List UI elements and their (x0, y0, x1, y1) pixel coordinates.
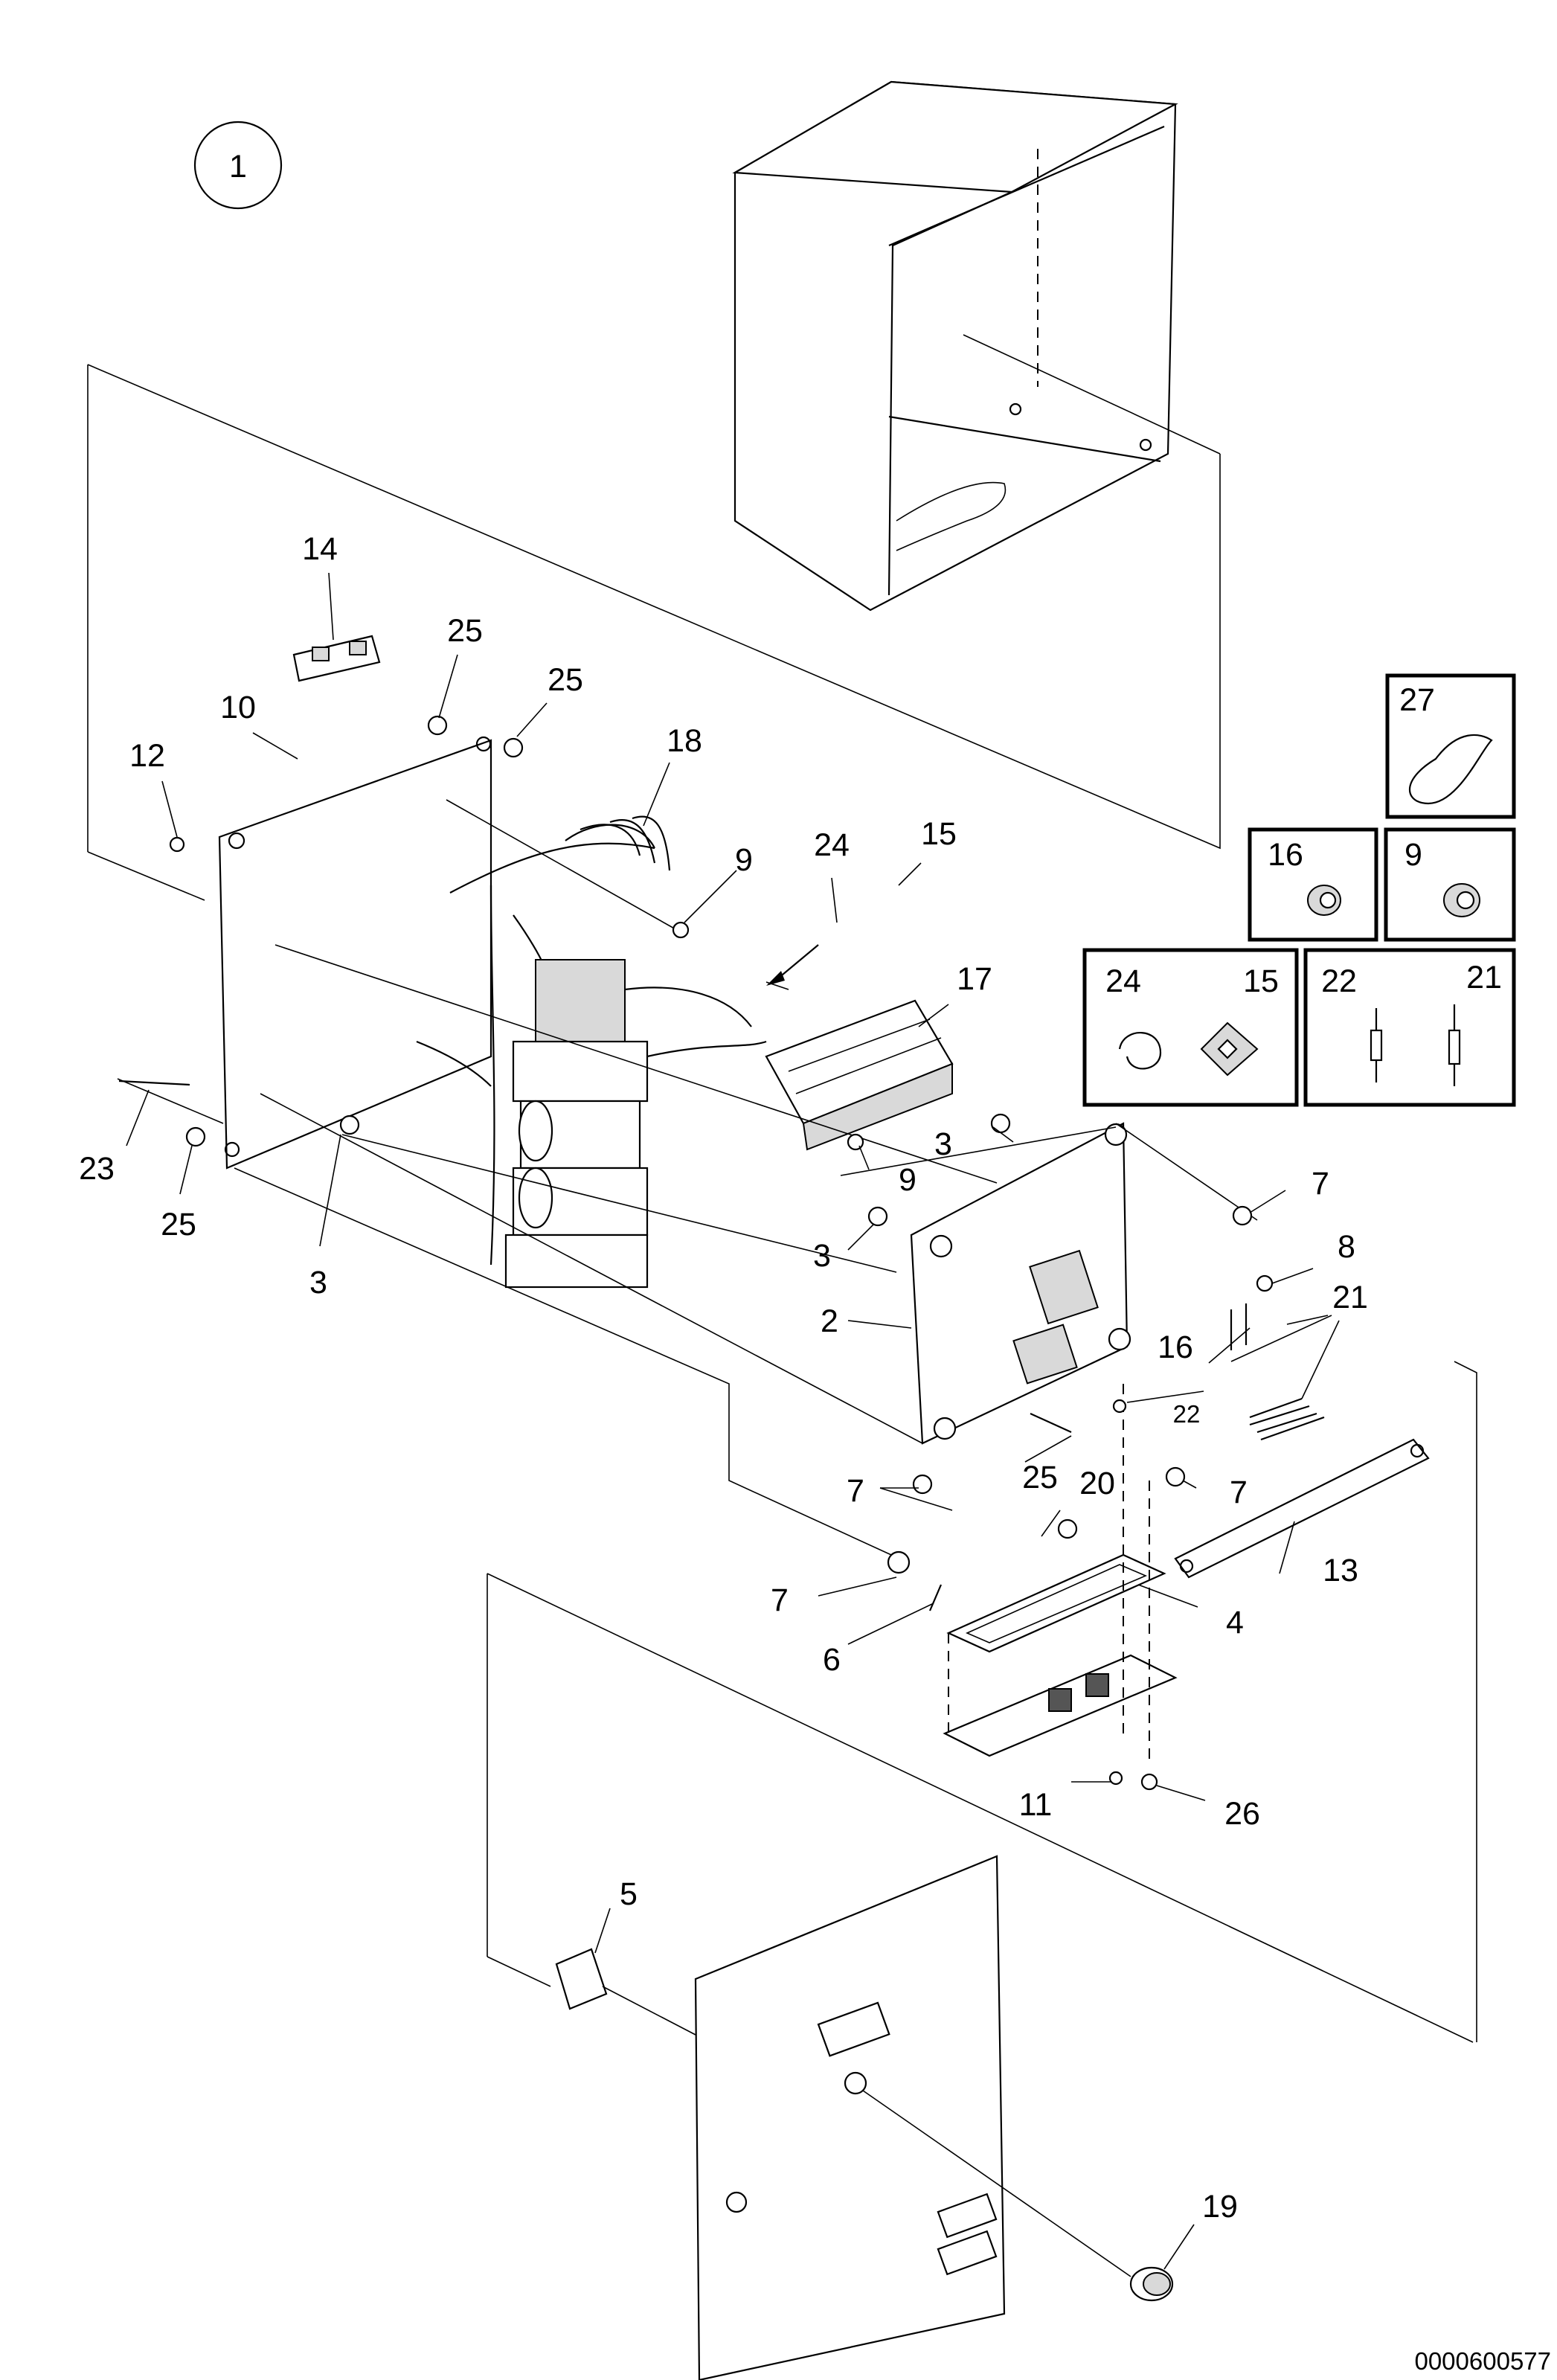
callout-25b: 25 (548, 662, 583, 698)
view-number-badge: 1 (193, 121, 283, 210)
detail-box-24-15: 24 15 (1082, 948, 1299, 1107)
callout-9a: 9 (735, 842, 753, 878)
svg-text:21: 21 (1466, 960, 1502, 995)
svg-text:24: 24 (1105, 963, 1141, 999)
callout-25a: 25 (447, 613, 483, 649)
svg-text:27: 27 (1399, 682, 1435, 718)
detail-box-9: 9 (1384, 827, 1516, 942)
callout-16: 16 (1158, 1329, 1193, 1365)
callout-11: 11 (1019, 1787, 1053, 1823)
callout-7b: 7 (847, 1473, 864, 1509)
callout-3a: 3 (934, 1126, 952, 1162)
svg-text:16: 16 (1268, 837, 1303, 873)
callout-7c: 7 (1230, 1475, 1248, 1510)
svg-text:1: 1 (229, 149, 247, 185)
drawing-reference-number: 0000600577 (1414, 2347, 1551, 2375)
callout-13: 13 (1323, 1553, 1358, 1588)
detail-box-16: 16 (1248, 827, 1378, 942)
explode-lines (117, 799, 1258, 1763)
callout-7d: 7 (771, 1582, 789, 1618)
callout-6: 6 (823, 1642, 841, 1678)
strap (1174, 1438, 1430, 1579)
cover-door (694, 1855, 1006, 2380)
item-14-bracket (292, 635, 381, 682)
callout-17: 17 (957, 961, 992, 997)
callout-5: 5 (620, 1876, 638, 1912)
callout-9b: 9 (899, 1162, 916, 1198)
callout-25d: 25 (1022, 1460, 1058, 1495)
callout-7a: 7 (1312, 1166, 1329, 1202)
hardware-fasteners (118, 715, 1274, 1791)
connector-group (580, 815, 671, 871)
callout-10: 10 (220, 690, 256, 725)
knob (862, 2090, 1174, 2302)
callout-23: 23 (79, 1151, 115, 1187)
callout-15: 15 (921, 816, 957, 852)
callout-19: 19 (1202, 2189, 1238, 2225)
callout-8: 8 (1338, 1229, 1355, 1265)
callout-24: 24 (814, 827, 850, 863)
callout-20: 20 (1079, 1466, 1115, 1501)
assembly-outline-lines (87, 364, 1477, 2043)
controller-plate (910, 1122, 1131, 1445)
leader-lines (126, 572, 1340, 2270)
callout-25c: 25 (161, 1207, 196, 1242)
callout-3b: 3 (813, 1238, 831, 1274)
callout-3c: 3 (309, 1265, 327, 1300)
svg-text:9: 9 (1404, 837, 1422, 873)
mounting-plate (218, 736, 492, 1170)
callout-21a: 21 (1332, 1280, 1368, 1315)
wiring-harness (416, 824, 767, 1289)
callout-labels: 14 25 25 10 12 18 9 24 15 17 3 9 7 8 3 2… (79, 531, 1368, 2225)
enclosure-housing (732, 80, 1221, 612)
callout-4: 4 (1226, 1605, 1244, 1640)
callout-26: 26 (1224, 1796, 1260, 1832)
callout-22: 22 (1173, 1400, 1201, 1428)
callout-2: 2 (821, 1303, 838, 1339)
gasket-and-base (943, 1553, 1178, 1757)
svg-text:15: 15 (1243, 963, 1279, 999)
callout-14: 14 (302, 531, 338, 567)
detail-box-22-21: 22 21 (1303, 948, 1516, 1107)
callout-18: 18 (667, 723, 702, 759)
svg-text:22: 22 (1321, 963, 1357, 999)
terminal-block (765, 999, 954, 1151)
pins (1230, 1303, 1325, 1441)
callout-12: 12 (129, 738, 165, 774)
switch (555, 1948, 696, 2036)
detail-box-27: 27 (1385, 673, 1516, 819)
